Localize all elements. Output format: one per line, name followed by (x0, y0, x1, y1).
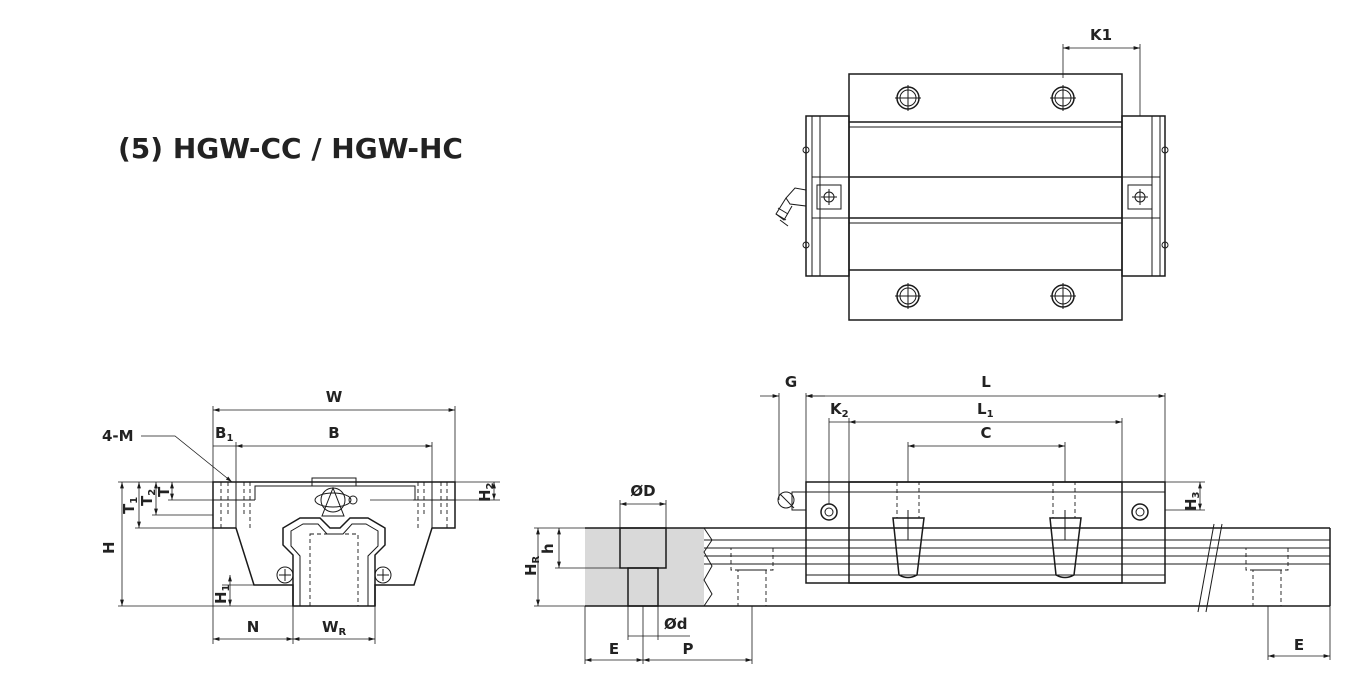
p-label: P (683, 640, 694, 658)
h1-label: H1 (212, 584, 232, 604)
h-label: H (100, 541, 118, 554)
n-label: N (247, 618, 260, 636)
w-label: W (326, 388, 343, 406)
bolt-hole-icon (894, 282, 922, 310)
t2-label: T2 (138, 489, 158, 506)
e-left-label: E (609, 640, 619, 658)
h2-label: H2 (476, 482, 496, 502)
l1-label: L1 (977, 400, 994, 420)
bolt-hole-icon (894, 84, 922, 112)
front-view: W B B1 4-M H T1 T2 T H1 (100, 388, 500, 644)
h-small-label: h (539, 543, 557, 554)
t-label: T (155, 486, 173, 497)
phi-d-large-label: ØD (630, 482, 655, 500)
side-view: G L L1 K2 C H3 ØD h HR (522, 373, 1331, 664)
bolt-hole-icon (1049, 84, 1077, 112)
grease-nipple-icon (775, 187, 807, 227)
top-view: K1 (775, 26, 1169, 321)
bolt-hole-icon (1049, 282, 1077, 310)
b1-label: B1 (215, 424, 233, 444)
t1-label: T1 (120, 497, 140, 514)
k2-label: K2 (830, 400, 849, 420)
e-right-label: E (1294, 636, 1304, 654)
hr-label: HR (522, 555, 542, 576)
l-label: L (981, 373, 991, 391)
b-label: B (328, 424, 339, 442)
wr-label: WR (322, 618, 347, 638)
figure-title: (5) HGW-CC / HGW-HC (118, 132, 463, 165)
g-label: G (785, 373, 797, 391)
c-label: C (980, 424, 991, 442)
k1-label: K1 (1090, 26, 1112, 44)
h3-label: H3 (1182, 491, 1202, 511)
phi-d-small-label: Ød (664, 615, 688, 633)
four-m-label: 4-M (102, 427, 134, 445)
